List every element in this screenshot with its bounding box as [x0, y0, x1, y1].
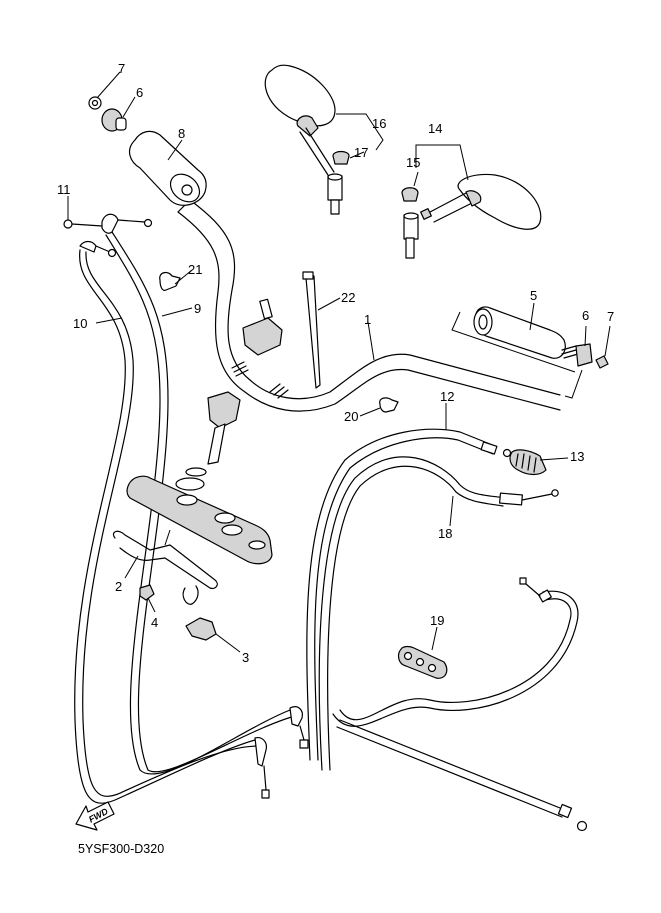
handlebar[interactable] — [177, 199, 561, 412]
cap-17[interactable] — [332, 150, 350, 165]
label-1: 1 — [364, 312, 371, 327]
label-13: 13 — [570, 449, 584, 464]
fwd-arrow-icon: FWD — [75, 801, 115, 831]
cable-guide[interactable] — [112, 530, 218, 605]
nut-left[interactable] — [88, 96, 102, 110]
upper-bracket[interactable] — [126, 475, 273, 565]
label-3: 3 — [242, 650, 249, 665]
cable-tie[interactable] — [302, 271, 321, 389]
label-8: 8 — [178, 126, 185, 141]
label-15: 15 — [406, 155, 420, 170]
clamp-21[interactable] — [159, 271, 181, 291]
label-21: 21 — [188, 262, 202, 277]
label-6: 6 — [136, 85, 143, 100]
throttle-grip[interactable] — [128, 130, 207, 207]
cable-elbow[interactable] — [79, 213, 153, 258]
label-4: 4 — [151, 615, 158, 630]
grip-right[interactable] — [473, 306, 566, 359]
clutch-cable[interactable] — [306, 428, 512, 761]
part-labels: 7 6 8 11 21 9 10 22 1 16 17 14 15 5 6 7 … — [57, 61, 614, 665]
cable-18[interactable] — [318, 456, 559, 771]
label-22: 22 — [341, 290, 355, 305]
label-7-right: 7 — [607, 309, 614, 324]
cap-15[interactable] — [401, 187, 419, 202]
label-9: 9 — [194, 301, 201, 316]
label-19: 19 — [430, 613, 444, 628]
label-18: 18 — [438, 526, 452, 541]
leader-lines — [67, 71, 611, 653]
nut-4[interactable] — [139, 584, 155, 601]
clamp-3[interactable] — [185, 617, 217, 641]
grip-bracket-right — [451, 311, 583, 399]
label-20: 20 — [344, 409, 358, 424]
label-16: 16 — [372, 116, 386, 131]
label-2: 2 — [115, 579, 122, 594]
screw[interactable] — [63, 219, 103, 229]
grip-end-right[interactable] — [561, 343, 593, 367]
boot-13[interactable] — [509, 449, 547, 476]
lower-cable[interactable] — [332, 577, 588, 832]
mirror-left[interactable] — [264, 64, 343, 215]
label-14: 14 — [428, 121, 442, 136]
label-11: 11 — [57, 182, 71, 197]
nut-right[interactable] — [595, 355, 609, 369]
cable-holder[interactable] — [397, 645, 448, 679]
handlebar-holder-upper[interactable] — [242, 298, 283, 356]
throttle-cable-2[interactable] — [74, 249, 270, 804]
label-10: 10 — [73, 316, 87, 331]
label-5: 5 — [530, 288, 537, 303]
handlebar-holder-lower[interactable] — [175, 391, 241, 491]
clamp-20[interactable] — [379, 397, 399, 413]
label-6-right: 6 — [582, 308, 589, 323]
label-17: 17 — [354, 145, 368, 160]
label-7: 7 — [118, 61, 125, 76]
label-12: 12 — [440, 389, 454, 404]
mirror-right[interactable] — [403, 173, 542, 259]
drawing-code: 5YSF300-D320 — [78, 842, 165, 856]
grip-end-left[interactable] — [101, 108, 127, 132]
